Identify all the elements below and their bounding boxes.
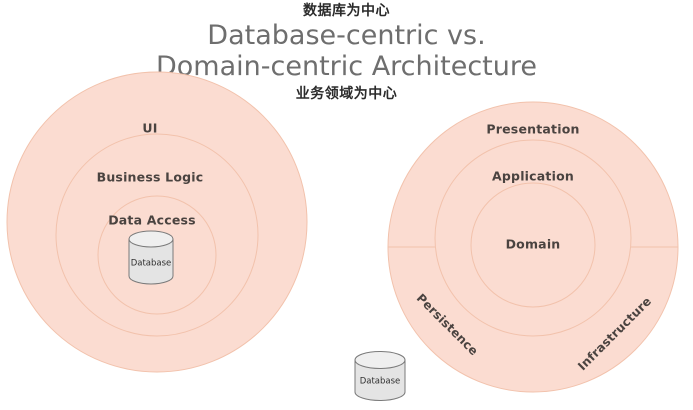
cylinder-top-icon: [354, 351, 406, 369]
cylinder-label: Database: [360, 377, 401, 387]
ring-label-ui: UI: [142, 121, 157, 136]
cylinder-body-icon: [128, 238, 174, 285]
right-database-cylinder: Database: [354, 351, 406, 401]
ring-label-application: Application: [492, 169, 574, 184]
left-database-cylinder: Database: [128, 230, 174, 285]
ring-label-presentation: Presentation: [486, 122, 579, 137]
ring-label-domain: Domain: [506, 237, 561, 252]
ring-domain: [470, 182, 596, 308]
cylinder-top-icon: [128, 230, 174, 248]
left-diagram-database-centric: UI Business Logic Data Access Database: [6, 71, 308, 373]
ring-label-business-logic: Business Logic: [97, 170, 204, 185]
ring-label-data-access: Data Access: [108, 213, 196, 228]
right-diagram-domain-centric: Presentation Application Domain Persiste…: [354, 101, 679, 401]
cylinder-label: Database: [131, 259, 172, 269]
cylinder-body-icon: [354, 359, 406, 401]
